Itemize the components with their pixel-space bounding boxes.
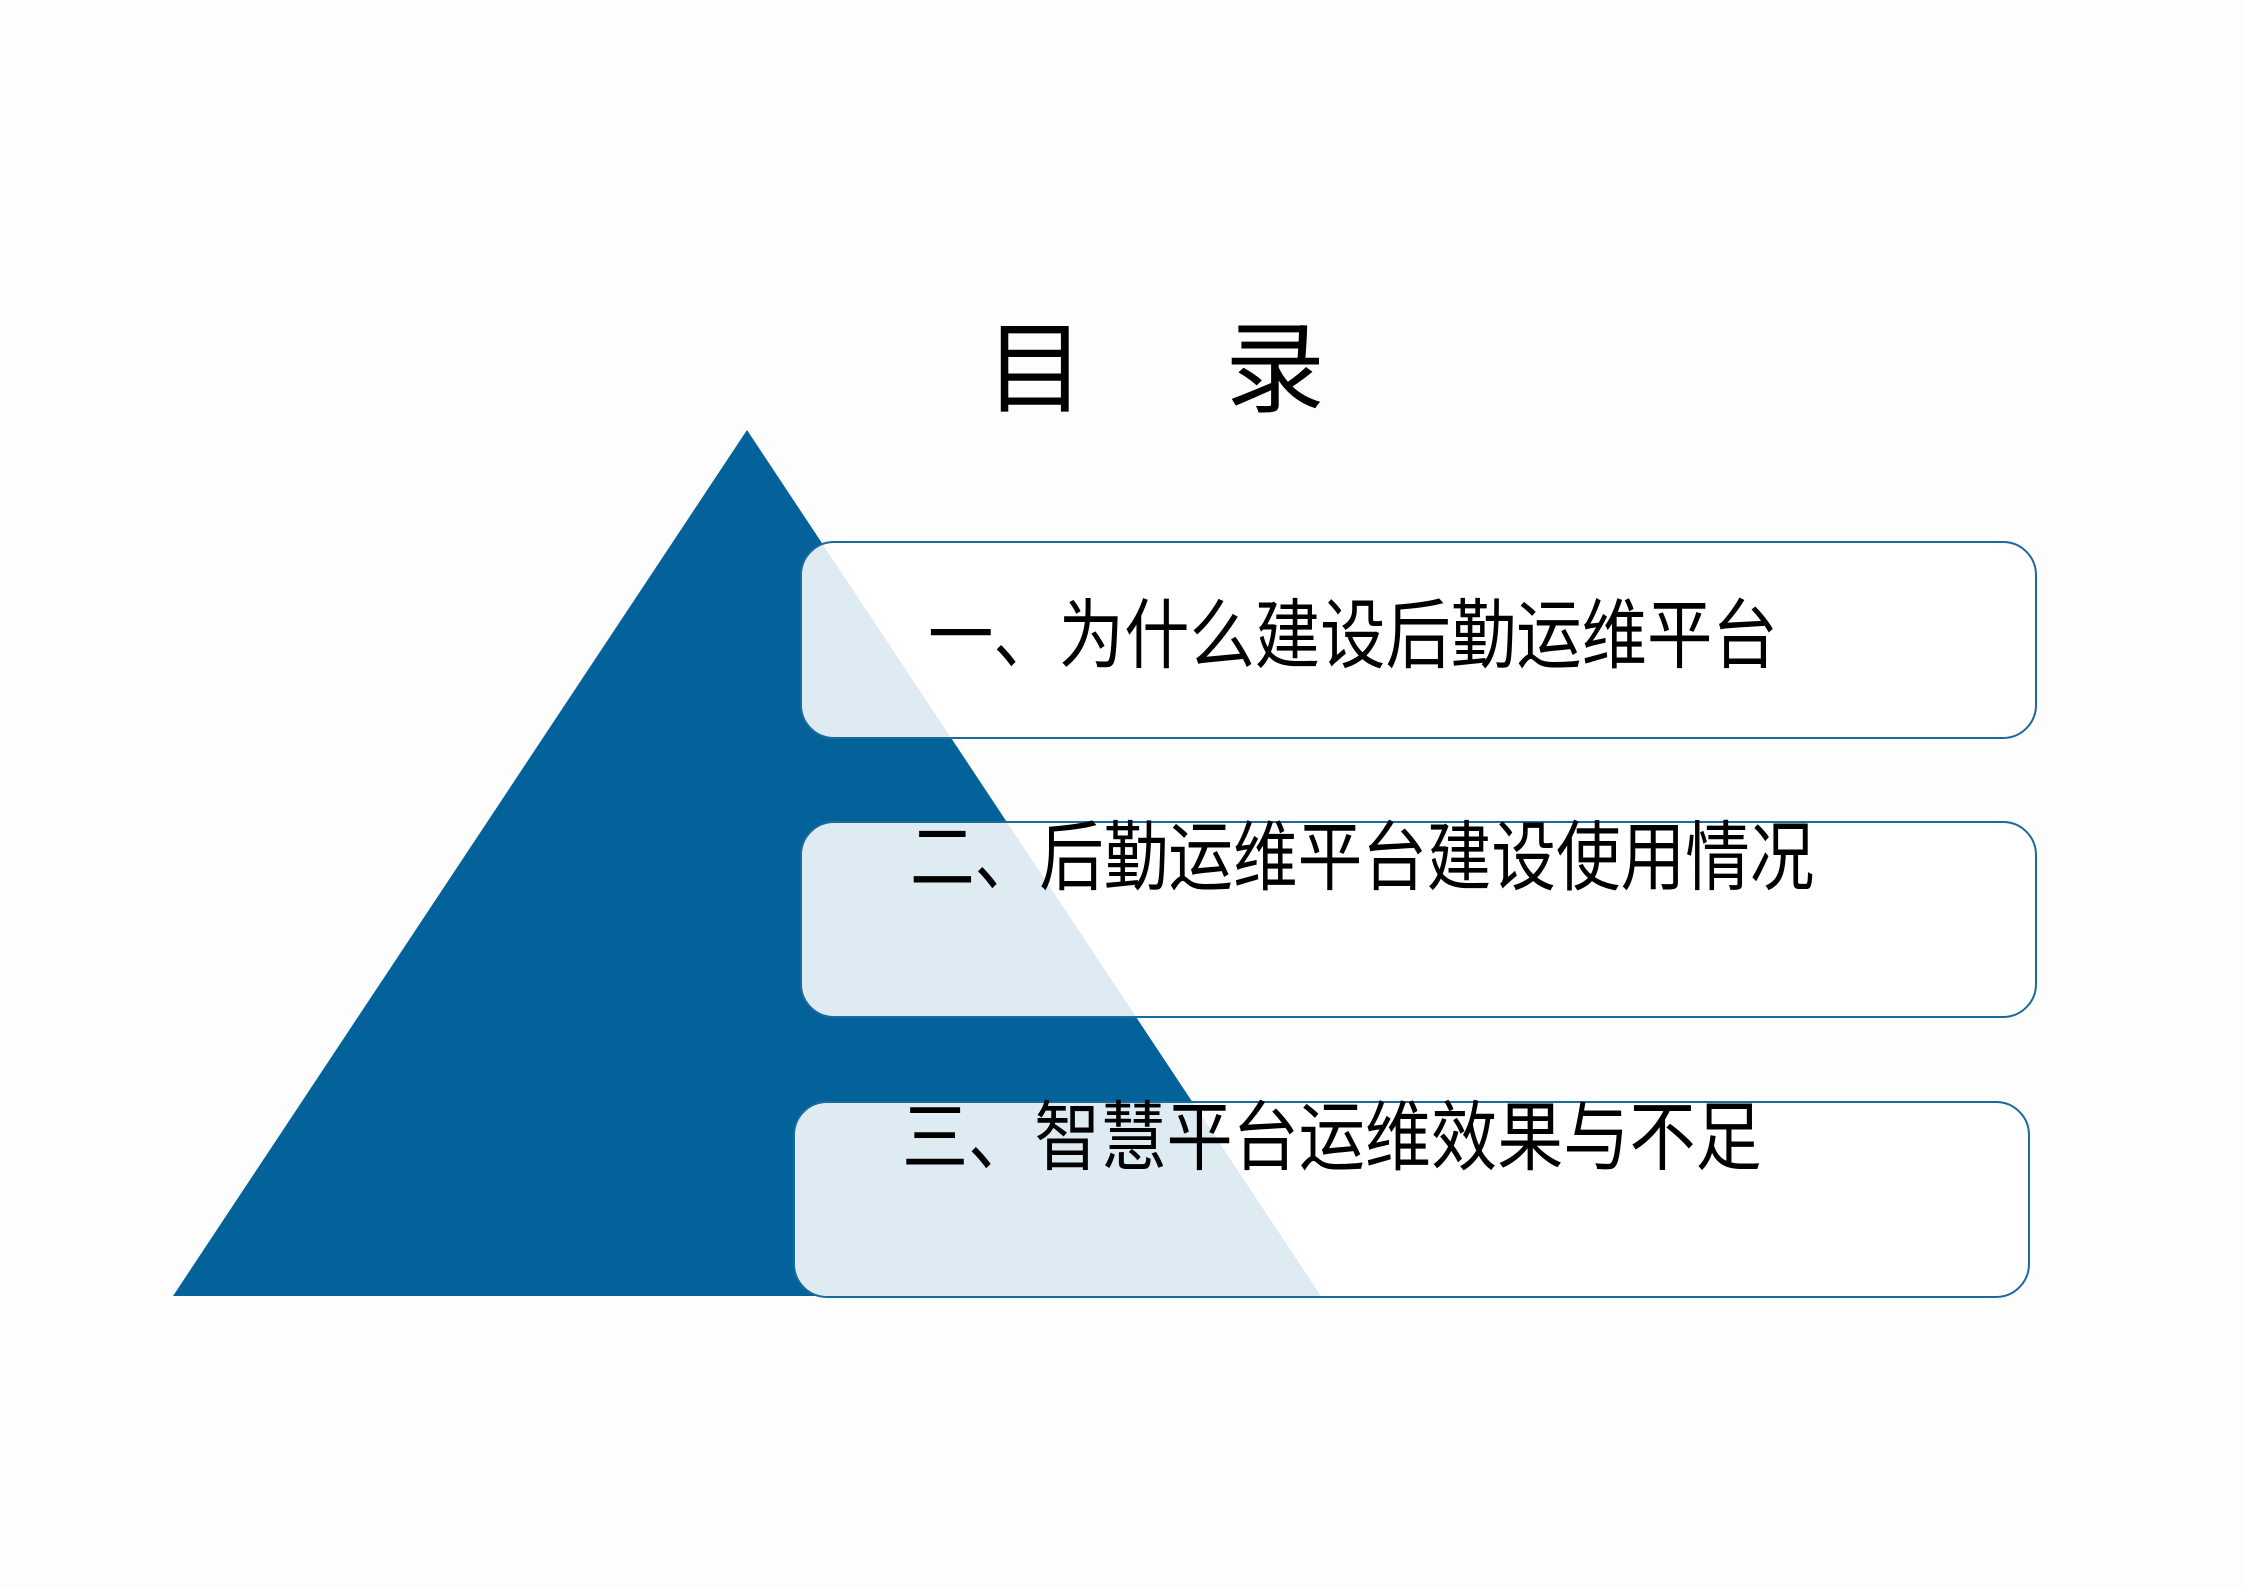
toc-item-3-label: 三、智慧平台运维效果与不足 xyxy=(902,1093,1762,1182)
toc-item-1-label: 一、为什么建设后勤运维平台 xyxy=(928,591,1778,680)
title-char-1: 目 xyxy=(985,311,1085,428)
title-char-2: 录 xyxy=(1225,311,1325,428)
toc-item-1[interactable]: 一、为什么建设后勤运维平台 xyxy=(800,541,2037,739)
toc-item-2[interactable]: 二、后勤运维平台建设使用情况 xyxy=(800,813,2037,1018)
toc-item-2-label: 二、后勤运维平台建设使用情况 xyxy=(910,813,1815,902)
toc-item-3[interactable]: 三、智慧平台运维效果与不足 xyxy=(793,1093,2030,1298)
page-title: 目 录 xyxy=(985,310,1325,430)
